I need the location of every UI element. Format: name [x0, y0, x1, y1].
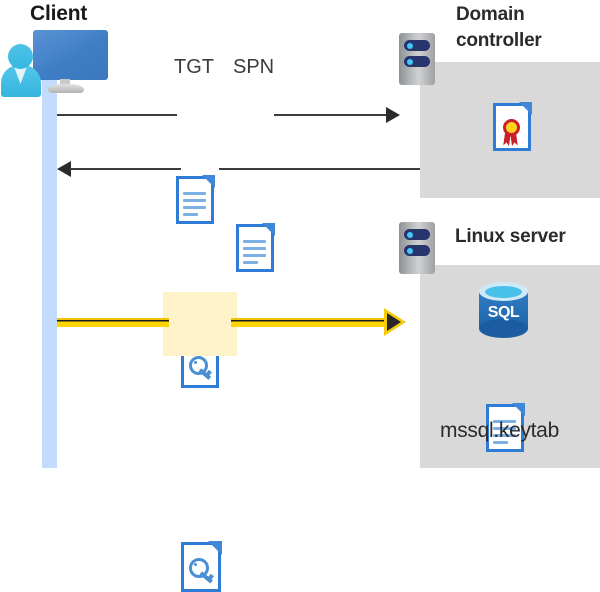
- domain-controller-label-line1: Domain: [456, 4, 525, 25]
- document-text-line: [183, 199, 206, 202]
- spn-document-icon: [236, 223, 275, 272]
- domain-controller-label-line2: controller: [456, 30, 542, 51]
- document-text-line: [183, 192, 206, 195]
- server-bay-icon: [404, 245, 430, 256]
- document-text-line: [183, 213, 198, 216]
- client-workstation-icon: [0, 0, 120, 100]
- flow-response-arrowhead: [57, 161, 71, 177]
- sql-database-icon: SQL: [479, 282, 528, 338]
- document-text-line: [243, 247, 266, 250]
- server-led-icon: [407, 247, 413, 254]
- database-cylinder-rim: [485, 286, 522, 298]
- flow-auth-arrowhead-inner: [387, 313, 401, 331]
- key-ring-icon: [189, 356, 208, 375]
- flow-response-line-right: [219, 168, 420, 170]
- key-pin-icon: [194, 563, 197, 566]
- service-ticket-key-document-icon: [181, 541, 222, 592]
- server-bay-icon: [404, 40, 430, 51]
- document-text-line: [243, 261, 258, 264]
- tgt-label: TGT: [174, 56, 214, 78]
- spn-label: SPN: [233, 56, 275, 78]
- database-label: SQL: [487, 304, 520, 321]
- document-text-line: [493, 434, 516, 437]
- server-bay-icon: [404, 56, 430, 67]
- service-ticket-highlight: [163, 292, 237, 356]
- flow-request-line-left: [57, 114, 177, 116]
- document-text-line: [493, 427, 516, 430]
- database-cylinder-bottom: [479, 319, 528, 338]
- linux-server-icon: [399, 222, 435, 274]
- keytab-filename-label: mssql.keytab: [440, 419, 559, 442]
- client-label: Client: [30, 2, 88, 25]
- client-lifeline: [42, 72, 57, 468]
- monitor-screen-icon: [33, 30, 108, 80]
- document-text-line: [243, 254, 266, 257]
- user-head-icon: [8, 44, 33, 69]
- key-pin-icon: [194, 361, 197, 364]
- document-text-line: [493, 441, 508, 444]
- document-text-line: [493, 420, 516, 423]
- monitor-base-icon: [48, 84, 84, 93]
- flow-request-arrowhead: [386, 107, 400, 123]
- tgt-document-icon: [176, 175, 215, 224]
- server-bay-icon: [404, 229, 430, 240]
- document-text-line: [243, 240, 266, 243]
- flow-auth-line-right: [231, 318, 386, 327]
- server-led-icon: [407, 58, 413, 65]
- server-led-icon: [407, 42, 413, 49]
- domain-controller-label: Domain controller: [456, 2, 542, 54]
- server-led-icon: [407, 231, 413, 238]
- flow-auth-line-left: [57, 318, 169, 327]
- keytab-document-icon: [486, 403, 525, 452]
- document-text-line: [183, 206, 206, 209]
- domain-controller-server-icon: [399, 33, 435, 85]
- flow-request-line-right: [274, 114, 386, 116]
- linux-server-label: Linux server: [455, 226, 566, 247]
- certificate-document-icon: [493, 102, 532, 151]
- flow-response-line-left: [70, 168, 181, 170]
- database-cylinder-top: [479, 282, 528, 301]
